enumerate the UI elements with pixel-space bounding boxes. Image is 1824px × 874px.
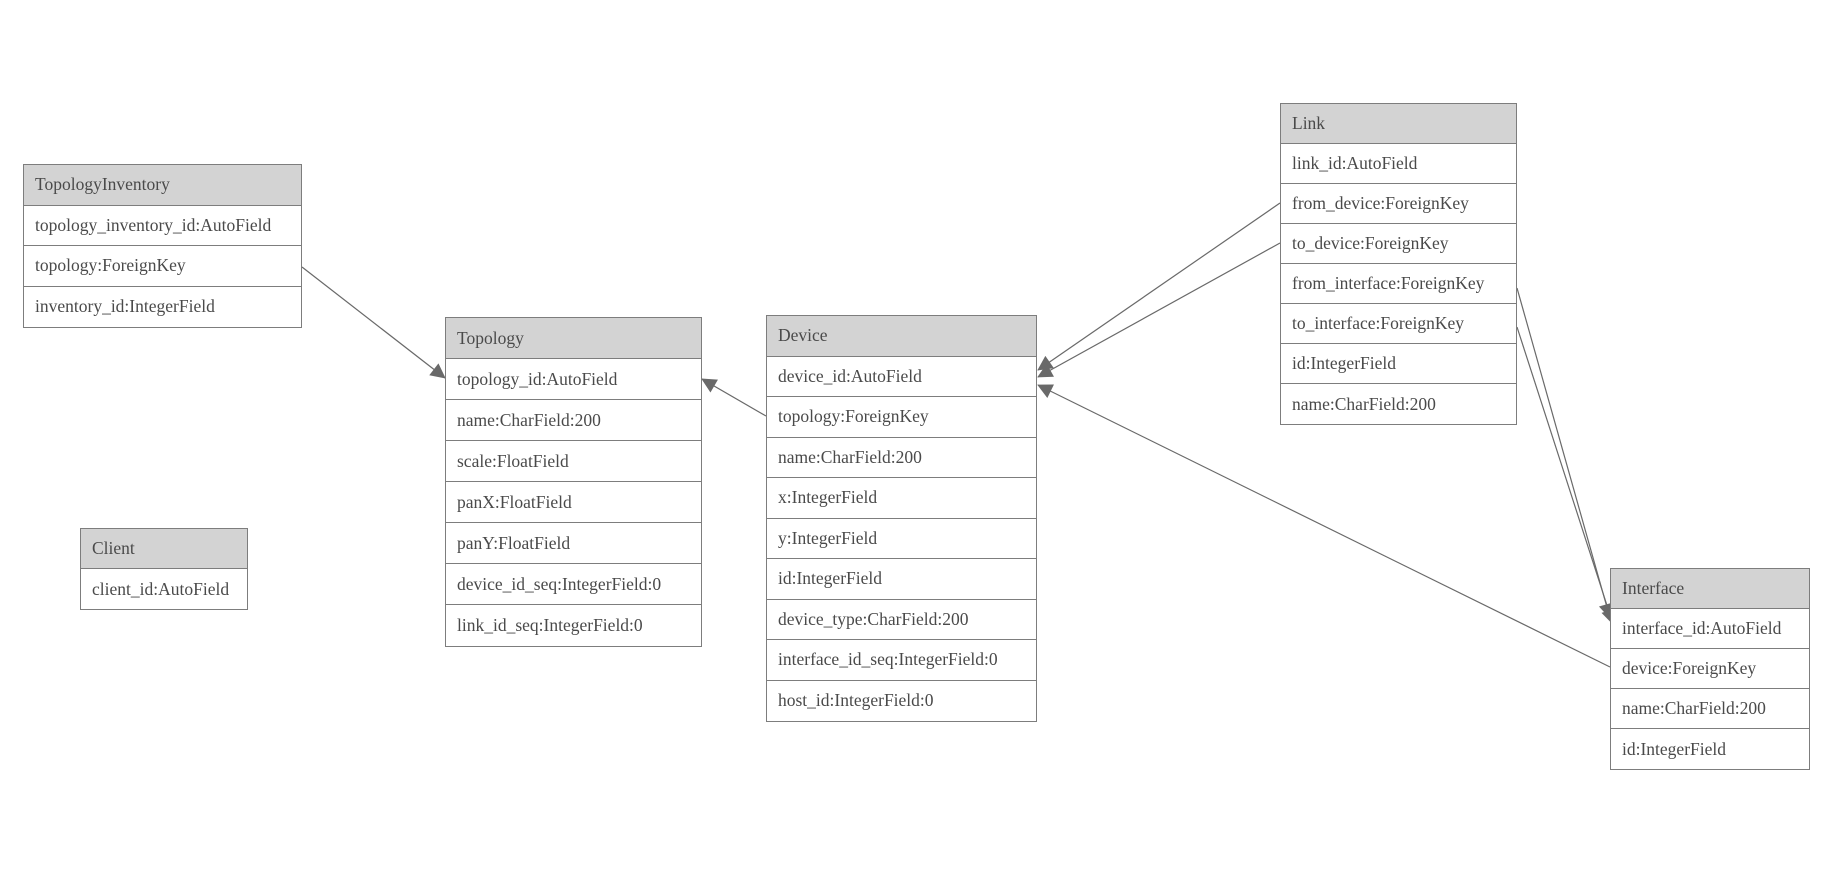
connector-link-fromdevice-device — [1037, 202, 1281, 371]
entity-field: from_device:ForeignKey — [1281, 184, 1516, 224]
connector-topologyinventory-topology — [301, 266, 446, 379]
entity-device: Device device_id:AutoField topology:Fore… — [766, 315, 1037, 722]
entity-interface: Interface interface_id:AutoField device:… — [1610, 568, 1810, 770]
entity-field: name:CharField:200 — [1281, 384, 1516, 424]
entity-interface-title: Interface — [1611, 569, 1809, 609]
entity-field: to_device:ForeignKey — [1281, 224, 1516, 264]
entity-field: name:CharField:200 — [446, 400, 701, 441]
entity-field: panX:FloatField — [446, 482, 701, 523]
entity-field: id:IntegerField — [767, 559, 1036, 600]
entity-field: device:ForeignKey — [1611, 649, 1809, 689]
entity-field: client_id:AutoField — [81, 569, 247, 609]
entity-link-title: Link — [1281, 104, 1516, 144]
entity-link: Link link_id:AutoField from_device:Forei… — [1280, 103, 1517, 425]
entity-field: interface_id_seq:IntegerField:0 — [767, 640, 1036, 681]
entity-topology-title: Topology — [446, 318, 701, 359]
connector-link-tointerface-interface — [1516, 326, 1616, 625]
entity-field: topology:ForeignKey — [767, 397, 1036, 438]
entity-field: inventory_id:IntegerField — [24, 286, 301, 327]
connector-device-topology — [701, 378, 767, 417]
entity-field: topology:ForeignKey — [24, 246, 301, 287]
entity-field: x:IntegerField — [767, 478, 1036, 519]
connector-interface-device — [1037, 384, 1611, 668]
entity-field: to_interface:ForeignKey — [1281, 304, 1516, 344]
entity-field: panY:FloatField — [446, 523, 701, 564]
entity-field: id:IntegerField — [1611, 729, 1809, 769]
entity-field: device_type:CharField:200 — [767, 599, 1036, 640]
connector-link-todevice-device — [1037, 242, 1281, 378]
entity-field: device_id:AutoField — [767, 356, 1036, 397]
entity-field: y:IntegerField — [767, 518, 1036, 559]
entity-field: topology_inventory_id:AutoField — [24, 205, 301, 246]
entity-field: id:IntegerField — [1281, 344, 1516, 384]
entity-field: name:CharField:200 — [767, 437, 1036, 478]
entity-client: Client client_id:AutoField — [80, 528, 248, 610]
entity-client-title: Client — [81, 529, 247, 569]
entity-topologyinventory: TopologyInventory topology_inventory_id:… — [23, 164, 302, 328]
entity-field: name:CharField:200 — [1611, 689, 1809, 729]
entity-field: device_id_seq:IntegerField:0 — [446, 564, 701, 605]
entity-field: link_id_seq:IntegerField:0 — [446, 605, 701, 646]
entity-field: scale:FloatField — [446, 441, 701, 482]
entity-field: link_id:AutoField — [1281, 144, 1516, 184]
connector-link-frominterface-interface — [1516, 287, 1614, 619]
entity-field: topology_id:AutoField — [446, 359, 701, 400]
entity-topologyinventory-title: TopologyInventory — [24, 165, 301, 206]
entity-field: interface_id:AutoField — [1611, 609, 1809, 649]
entity-topology: Topology topology_id:AutoField name:Char… — [445, 317, 702, 647]
entity-field: host_id:IntegerField:0 — [767, 680, 1036, 721]
entity-device-title: Device — [767, 316, 1036, 357]
entity-field: from_interface:ForeignKey — [1281, 264, 1516, 304]
